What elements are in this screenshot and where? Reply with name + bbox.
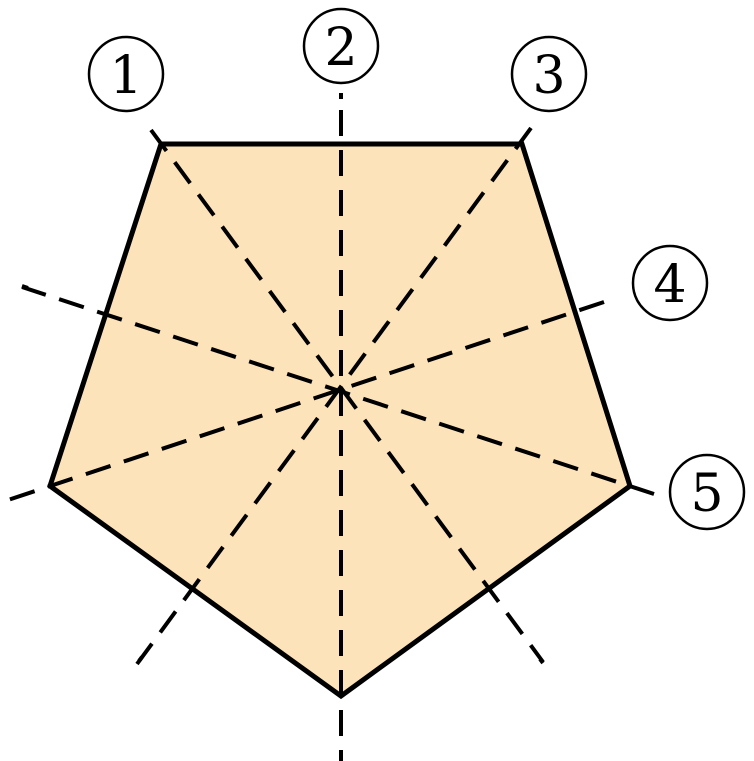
axis-dot-bottom-right [538, 657, 545, 665]
axis-dot-left [21, 284, 29, 290]
symmetry-axes [1, 110, 655, 761]
axis-label-5-text: 5 [690, 464, 723, 524]
axis-label-4: 4 [631, 244, 709, 322]
axis-dot-bottom-left [137, 655, 144, 663]
axis-label-2-text: 2 [324, 18, 357, 78]
axis-label-4-text: 4 [653, 255, 686, 315]
pentagon-shape [47, 141, 633, 700]
axis-label-1: 1 [87, 35, 165, 113]
axis-end-dots [21, 93, 545, 665]
axis-line-3 [135, 126, 533, 666]
axis-label-5: 5 [668, 453, 746, 531]
axis-label-3: 3 [510, 35, 588, 113]
axis-label-1-text: 1 [109, 46, 142, 106]
axis-line-4 [1, 300, 605, 504]
axis-label-2: 2 [302, 7, 380, 85]
axis-line-1 [149, 128, 545, 664]
axis-line-5 [21, 285, 655, 496]
axis-label-3-text: 3 [532, 46, 565, 106]
